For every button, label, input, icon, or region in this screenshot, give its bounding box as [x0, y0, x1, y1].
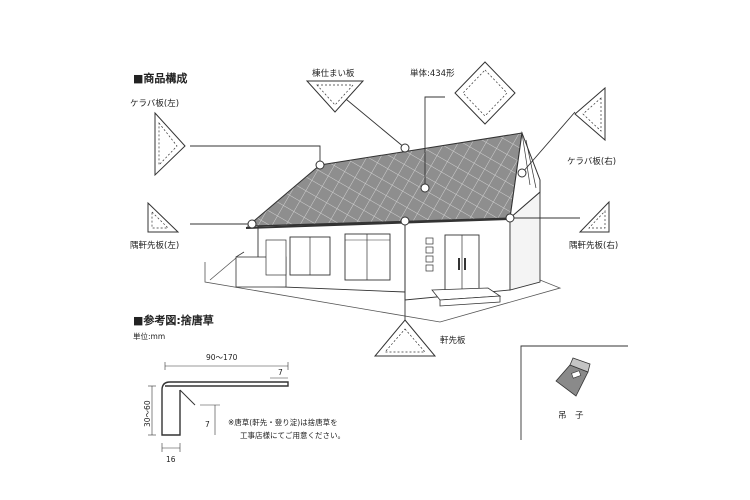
hanger-panel	[520, 345, 628, 440]
dim-bottom: 16	[166, 455, 176, 464]
ground	[204, 257, 562, 323]
part-shapes	[147, 61, 610, 357]
dim-right-low: 7	[205, 420, 210, 429]
label-nokisaki: 軒先板	[440, 335, 466, 346]
note-line-1: ※唐草(軒先・登り淀)は捨唐草を	[228, 417, 338, 427]
mune-shape	[305, 80, 365, 113]
label-keraba-right: ケラバ板(右)	[567, 156, 616, 167]
label-mune: 棟仕まい板	[312, 68, 355, 79]
label-keraba-left: ケラバ板(左)	[130, 98, 179, 109]
callout-dots	[247, 143, 527, 229]
dim-top: 90〜170	[206, 353, 238, 362]
roof	[246, 132, 523, 227]
keraba-right-shape	[574, 86, 606, 142]
single-434-shape	[454, 61, 516, 125]
house-illustration	[235, 131, 541, 307]
products-heading: ■商品構成	[133, 71, 187, 85]
label-sumi-left: 隅軒先板(左)	[130, 240, 179, 251]
note-line-2: 工事店様にてご用意ください。	[240, 430, 345, 440]
sumi-right-shape	[578, 200, 610, 233]
dim-right-top: 7	[278, 368, 283, 377]
label-single-434: 単体:434形	[410, 68, 455, 79]
window-middle	[344, 233, 391, 281]
hanger-label: 吊 子	[558, 411, 584, 421]
reference-heading: ■参考図:捨唐草	[133, 313, 214, 327]
nokisaki-shape	[373, 319, 437, 357]
keraba-left-shape	[154, 111, 186, 177]
sumi-left-shape	[147, 201, 180, 233]
sutekarakusa-drawing	[148, 362, 289, 452]
label-sumi-right: 隅軒先板(右)	[569, 240, 618, 251]
dim-height: 30〜60	[143, 400, 152, 427]
small-windows	[425, 237, 434, 272]
unit-label: 単位:mm	[133, 331, 165, 341]
hanger-clip-icon	[555, 357, 591, 397]
